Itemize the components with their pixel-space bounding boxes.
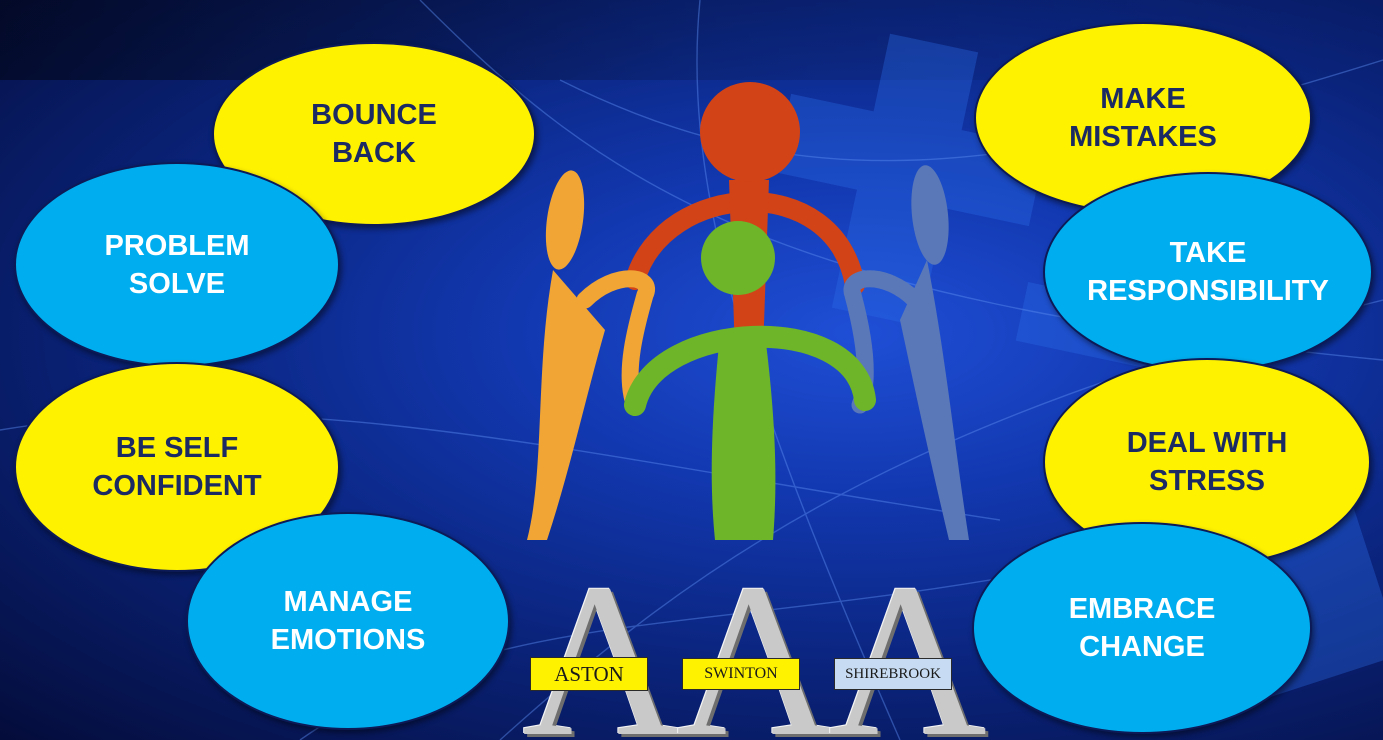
green-figure-body [711,335,776,540]
school-label-swinton: SWINTON [682,658,800,690]
orange-figure-head [545,170,585,270]
bubble-problem-solve: PROBLEM SOLVE [14,162,340,367]
bubble-be-self-confident: BE SELF CONFIDENT [14,362,340,572]
logo-letter-aston: A [522,538,681,740]
bubble-manage-emotions: MANAGE EMOTIONS [186,512,510,730]
bubble-take-responsibility: TAKE RESPONSIBILITY [1043,172,1373,372]
school-label-shirebrook: SHIREBROOK [834,658,952,690]
logo-letter-shirebrook: A [828,538,987,740]
green-figure-head [701,221,775,295]
orange-figure-arm [576,270,655,409]
orange-figure-body [527,270,605,540]
bubble-embrace-change: EMBRACE CHANGE [972,522,1312,734]
red-figure-head [700,82,800,182]
people-circle-icon [527,82,969,540]
logo-letter-swinton: A [676,538,835,740]
school-label-aston: ASTON [530,657,648,691]
slate-figure-body [900,260,969,540]
slate-figure-head [911,165,949,265]
